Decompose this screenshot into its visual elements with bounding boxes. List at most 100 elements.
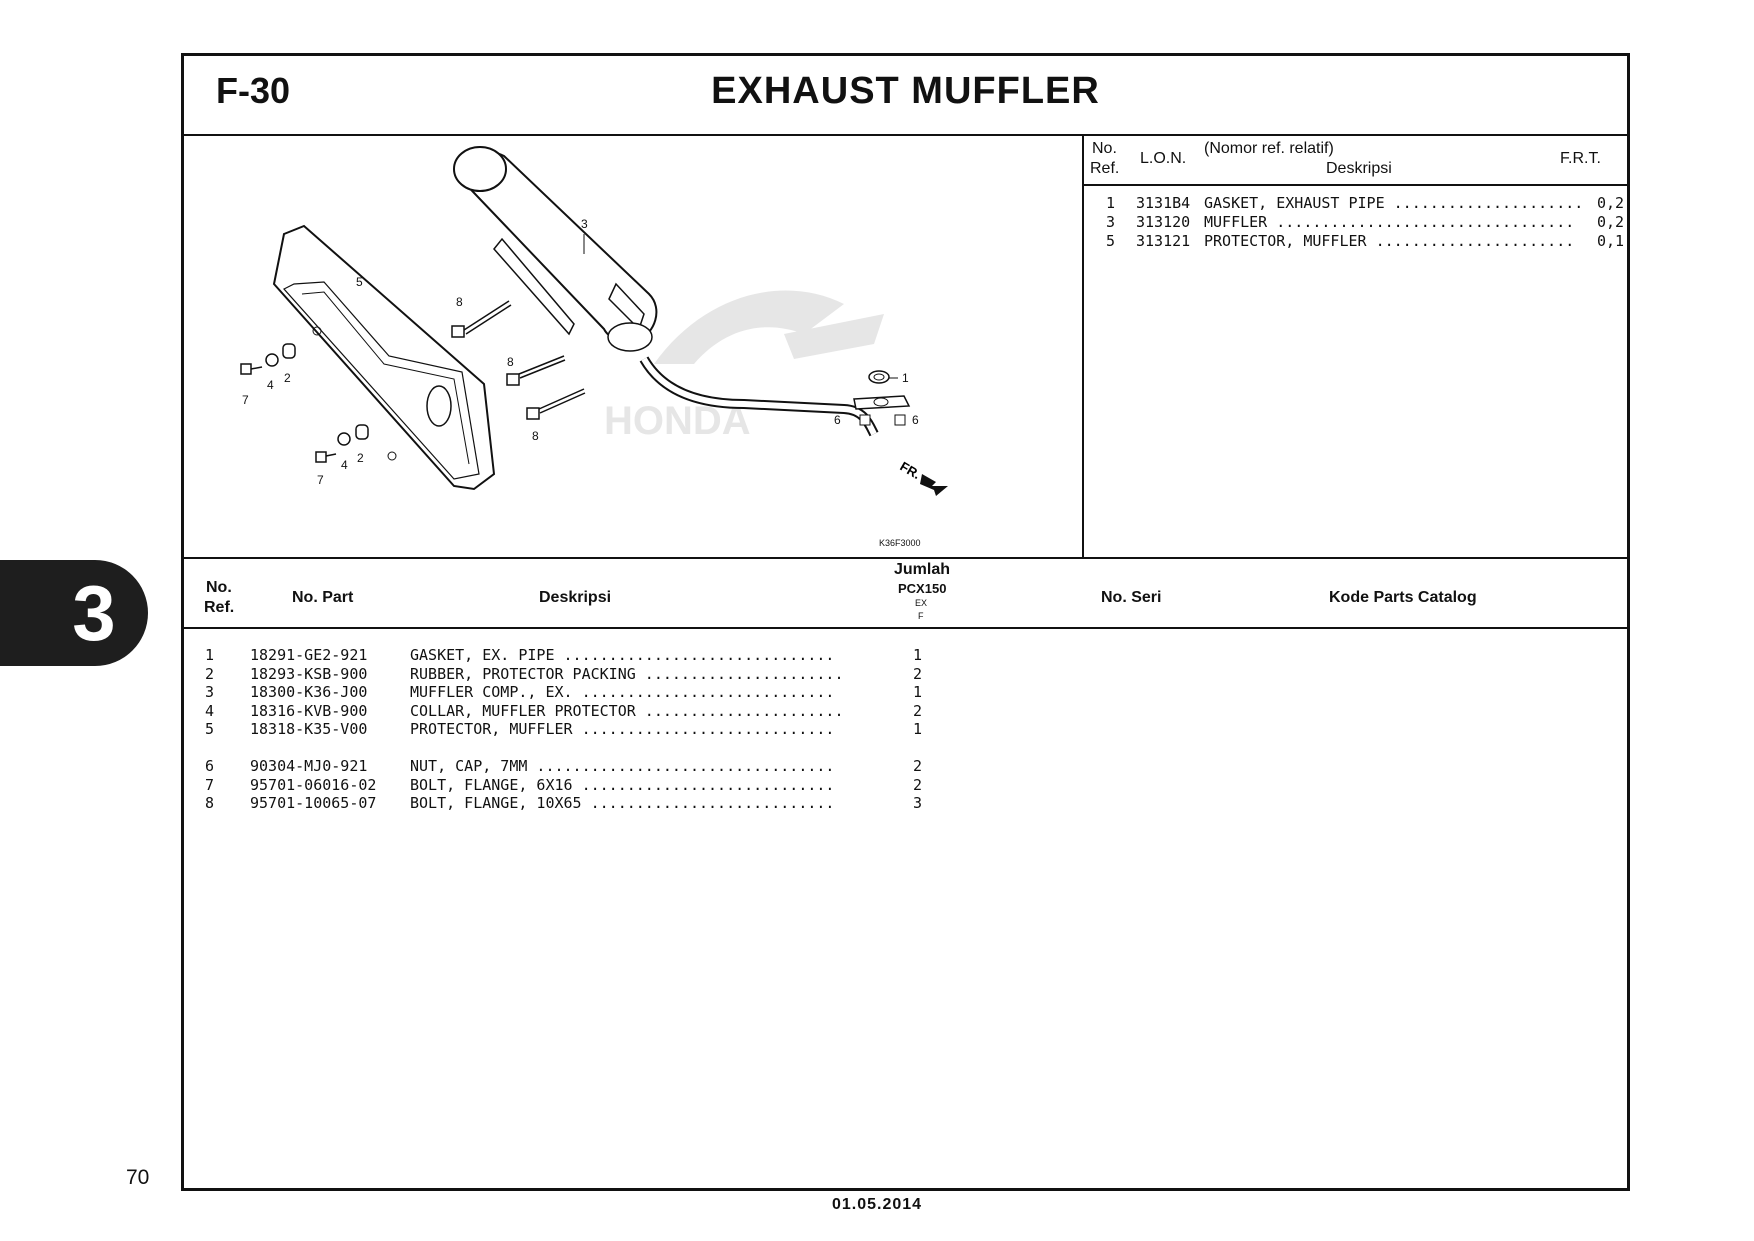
parts-table-header: No. Ref. No. Part Deskripsi Jumlah PCX15… [184,559,1627,627]
frt-ref: 1 [1106,194,1116,212]
callout-8b: 8 [507,355,514,369]
row-desc: NUT, CAP, 7MM ..........................… [410,757,835,775]
header-no: No. [206,579,232,596]
callout-6b: 6 [912,413,919,427]
parts-table-body: 1 18291-GE2-921 GASKET, EX. PIPE .......… [184,646,1627,813]
front-arrow-icon [920,474,948,496]
row-part: 18291-GE2-921 [250,646,368,664]
page-number: 70 [126,1166,150,1189]
frt-row: 5 313121 PROTECTOR, MUFFLER ............… [1084,232,1627,251]
exploded-diagram: HONDA [184,134,1084,557]
row-ref: 1 [205,646,215,664]
frt-value: 0,1 [1597,232,1625,250]
row-ref: 2 [205,664,215,683]
header-f: F [918,611,924,621]
drawing-code: K36F3000 [879,538,921,548]
frt-row: 1 3131B4 GASKET, EXHAUST PIPE ..........… [1084,194,1627,213]
table-row: 4 18316-KVB-900 COLLAR, MUFFLER PROTECTO… [184,702,1627,721]
row-ref: 5 [205,720,215,738]
frt-lon: 3131B4 [1136,194,1191,212]
frt-value: 0,2 [1597,194,1625,212]
row-qty: 2 [913,775,923,794]
row-part: 18293-KSB-900 [250,664,368,683]
row-qty: 1 [913,646,923,664]
row-ref: 3 [205,683,215,701]
callout-4a: 4 [267,378,274,392]
table-row: 3 18300-K36-J00 MUFFLER COMP., EX. .....… [184,683,1627,702]
frt-lon: 313121 [1136,232,1191,250]
callout-7a: 7 [242,393,249,407]
frt-header-nomor: (Nomor ref. relatif) [1204,140,1334,157]
row-qty: 2 [913,757,923,775]
header-seri: No. Seri [1101,589,1162,606]
frt-lon: 313120 [1136,213,1191,231]
section-number: 3 [72,569,116,657]
footer-date: 01.05.2014 [831,1196,923,1213]
frt-desc: PROTECTOR, MUFFLER .....................… [1204,232,1575,250]
table-row: 7 95701-06016-02 BOLT, FLANGE, 6X16 ....… [184,776,1627,795]
row-ref: 6 [205,757,215,775]
divider [184,627,1627,629]
callout-1: 1 [902,371,909,385]
row-qty: 2 [913,701,923,720]
row-desc: GASKET, EX. PIPE .......................… [410,646,835,664]
frt-ref: 3 [1106,213,1116,231]
row-ref: 4 [205,701,215,720]
callout-8a: 8 [456,295,463,309]
row-desc: COLLAR, MUFFLER PROTECTOR ..............… [410,701,844,720]
figure-code: F-30 [216,70,291,111]
frt-rows: 1 3131B4 GASKET, EXHAUST PIPE ..........… [1084,194,1627,251]
frt-header-deskripsi: Deskripsi [1326,160,1392,177]
row-part: 90304-MJ0-921 [250,757,368,775]
frt-desc: GASKET, EXHAUST PIPE ...................… [1204,194,1584,212]
row-qty: 3 [913,794,923,812]
callout-4b: 4 [341,458,348,472]
callout-2b: 2 [357,451,364,465]
page-header: F-30 EXHAUST MUFFLER [184,56,1627,136]
callout-7b: 7 [317,473,324,487]
header-jumlah: Jumlah [894,561,951,578]
frt-header-ref: Ref. [1090,160,1120,177]
frt-row: 3 313120 MUFFLER .......................… [1084,213,1627,232]
header-ex: EX [915,598,928,608]
section-tab: 3 [0,560,148,666]
frt-value: 0,2 [1597,213,1625,231]
frt-ref: 5 [1106,232,1116,250]
row-qty: 1 [913,720,923,738]
divider [184,557,1627,559]
frt-header-frt: F.R.T. [1560,150,1601,167]
row-qty: 1 [913,683,923,701]
row-ref: 8 [205,794,215,812]
table-row: 5 18318-K35-V00 PROTECTOR, MUFFLER .....… [184,720,1627,739]
table-row: 8 95701-10065-07 BOLT, FLANGE, 10X65 ...… [184,794,1627,813]
header-ref: Ref. [204,599,235,616]
row-desc: PROTECTOR, MUFFLER .....................… [410,720,835,738]
callout-6a: 6 [834,413,841,427]
frt-header-no: No. [1092,140,1117,157]
page-frame: F-30 EXHAUST MUFFLER HONDA [181,53,1630,1191]
page-title: EXHAUST MUFFLER [711,70,1100,112]
callout-5: 5 [356,275,363,289]
callout-3: 3 [581,217,588,231]
table-row: 6 90304-MJ0-921 NUT, CAP, 7MM ..........… [184,757,1627,776]
header-catalog: Kode Parts Catalog [1329,589,1477,606]
diagram-drawing: HONDA [240,146,948,548]
row-part: 18300-K36-J00 [250,683,368,701]
header-part: No. Part [292,589,354,606]
header-deskripsi: Deskripsi [539,589,612,606]
row-desc: BOLT, FLANGE, 10X65 ....................… [410,794,835,812]
frt-header: No. Ref. L.O.N. (Nomor ref. relatif) Des… [1084,134,1627,186]
callout-2a: 2 [284,371,291,385]
row-desc: BOLT, FLANGE, 6X16 .....................… [410,775,835,794]
row-desc: MUFFLER COMP., EX. .....................… [410,683,835,701]
table-row: 2 18293-KSB-900 RUBBER, PROTECTOR PACKIN… [184,665,1627,684]
callout-8c: 8 [532,429,539,443]
row-part: 18316-KVB-900 [250,701,368,720]
fr-label: FR. [898,459,924,482]
row-part: 18318-K35-V00 [250,720,368,738]
row-ref: 7 [205,775,215,794]
frt-desc: MUFFLER ................................… [1204,213,1575,231]
table-row: 1 18291-GE2-921 GASKET, EX. PIPE .......… [184,646,1627,665]
row-part: 95701-10065-07 [250,794,377,812]
frt-panel: No. Ref. L.O.N. (Nomor ref. relatif) Des… [1084,134,1627,557]
